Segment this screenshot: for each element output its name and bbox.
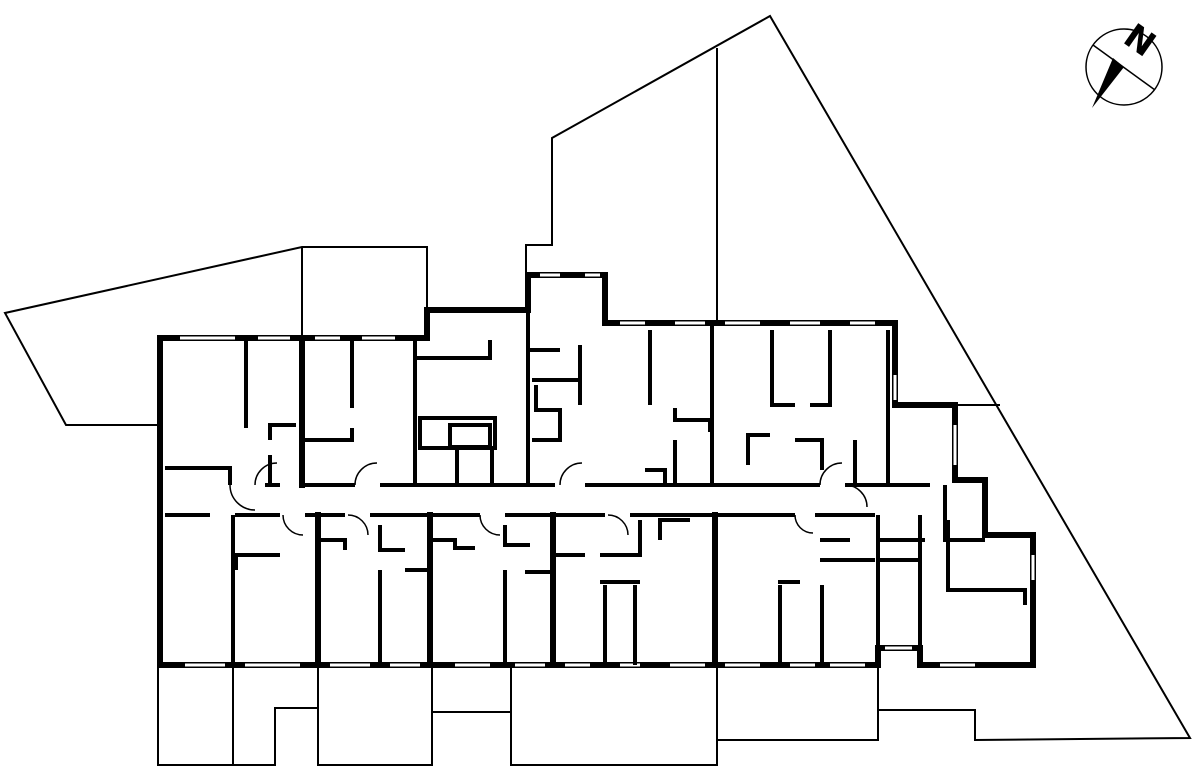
- door: [347, 514, 369, 536]
- door: [844, 484, 868, 508]
- windows: [180, 273, 1035, 667]
- door: [354, 462, 378, 486]
- compass-label: N: [1116, 16, 1162, 65]
- site-boundaries: [3, 14, 1192, 766]
- door: [819, 462, 843, 486]
- left-plot-boundary: [3, 246, 428, 426]
- corridor-walls: [165, 466, 930, 517]
- north-arrow-icon: N: [1085, 16, 1163, 108]
- doors: [229, 462, 868, 536]
- exterior-wall: [157, 272, 1036, 668]
- door: [229, 484, 256, 511]
- garden-plots: [157, 668, 879, 766]
- door: [282, 514, 304, 536]
- door: [794, 514, 814, 534]
- door: [559, 462, 583, 486]
- door: [607, 514, 629, 536]
- door: [479, 514, 501, 536]
- interior-walls: [165, 310, 1027, 668]
- right-plot-boundary: [525, 14, 1192, 742]
- door: [254, 462, 278, 486]
